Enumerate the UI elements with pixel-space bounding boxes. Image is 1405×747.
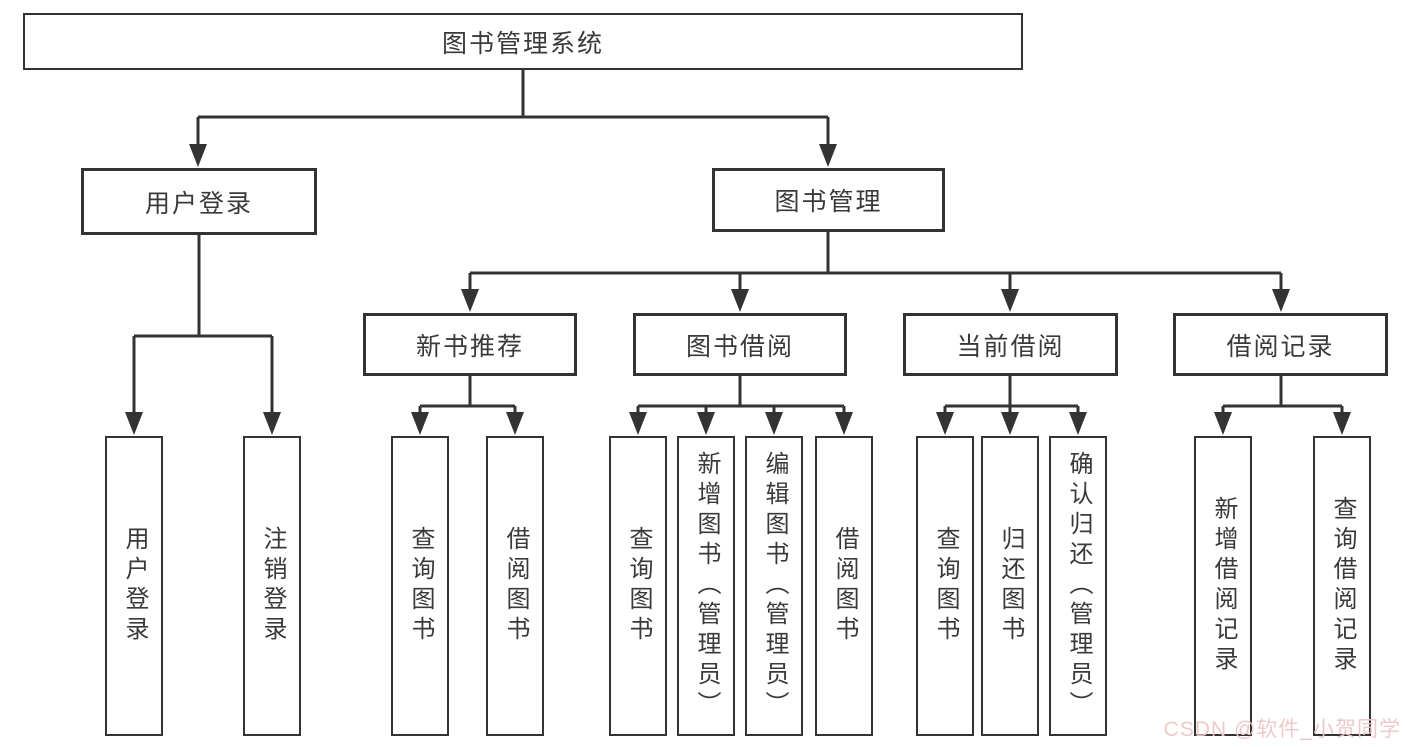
leaf-label: 编辑图书（管理员）	[761, 451, 788, 721]
leaf-cb-query-books: 查询图书	[916, 436, 974, 736]
node-current-borrowing: 当前借阅	[903, 313, 1118, 376]
leaf-cb-return-books: 归还图书	[981, 436, 1039, 736]
leaf-label: 用户登录	[121, 526, 148, 646]
node-borrowing-records: 借阅记录	[1173, 313, 1388, 376]
leaf-bb-query-books: 查询图书	[609, 436, 667, 736]
leaf-label: 借阅图书	[831, 526, 858, 646]
leaf-cb-confirm-return-admin: 确认归还（管理员）	[1049, 436, 1107, 736]
leaf-label: 借阅图书	[502, 526, 529, 646]
leaf-nbr-borrow-books: 借阅图书	[486, 436, 544, 736]
leaf-br-query-record: 查询借阅记录	[1313, 436, 1371, 736]
leaf-logout: 注销登录	[243, 436, 301, 736]
node-book-management: 图书管理	[712, 168, 945, 232]
leaf-label: 注销登录	[259, 526, 286, 646]
leaf-br-add-record: 新增借阅记录	[1194, 436, 1252, 736]
leaf-bb-borrow-books: 借阅图书	[815, 436, 873, 736]
leaf-label: 新增借阅记录	[1210, 496, 1237, 676]
leaf-label: 确认归还（管理员）	[1065, 451, 1092, 721]
node-root: 图书管理系统	[23, 13, 1023, 70]
leaf-label: 查询借阅记录	[1329, 496, 1356, 676]
leaf-label: 归还图书	[997, 526, 1024, 646]
leaf-bb-edit-books-admin: 编辑图书（管理员）	[745, 436, 803, 736]
arrowheads	[125, 144, 1351, 435]
leaf-label: 查询图书	[407, 526, 434, 646]
node-user-login: 用户登录	[81, 168, 317, 235]
csdn-watermark: CSDN @软件_小贺同学	[1163, 718, 1401, 741]
leaf-label: 查询图书	[932, 526, 959, 646]
leaf-label: 新增图书（管理员）	[693, 451, 720, 721]
node-book-borrowing: 图书借阅	[633, 313, 847, 376]
node-new-book-recommend: 新书推荐	[363, 313, 577, 376]
leaf-label: 查询图书	[625, 526, 652, 646]
leaf-nbr-query-books: 查询图书	[391, 436, 449, 736]
leaf-user-login: 用户登录	[105, 436, 163, 736]
leaf-bb-add-books-admin: 新增图书（管理员）	[677, 436, 735, 736]
